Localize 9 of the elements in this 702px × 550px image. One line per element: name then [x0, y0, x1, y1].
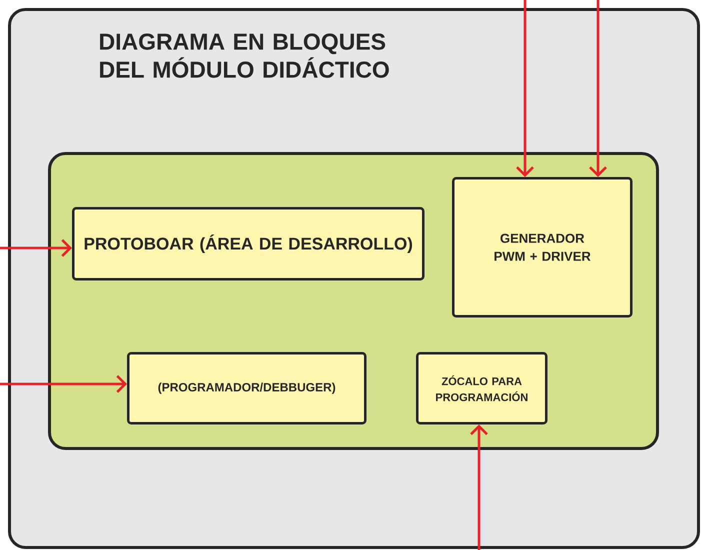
arrow [0, 375, 127, 393]
block-box: PROTOBOAR (ÁREA DE DESARROLLO) [72, 207, 424, 280]
arrow [516, 0, 534, 177]
block-box: GENERADOR PWM + DRIVER [452, 177, 632, 318]
block-box: ZÓCALO PARA PROGRAMACIÓN [416, 352, 548, 424]
block-box: (PROGRAMADOR/DEBBUGER) [127, 352, 366, 424]
arrow [589, 0, 607, 177]
arrow [470, 424, 488, 550]
arrow [0, 239, 72, 257]
